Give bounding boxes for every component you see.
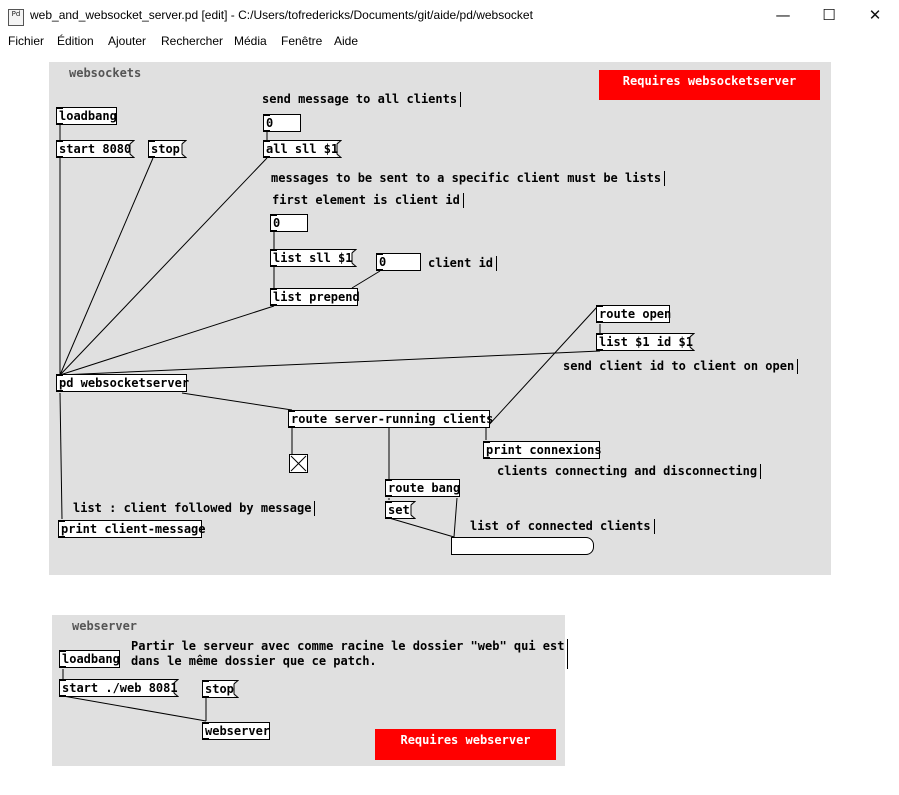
comment-client-id[interactable]: client id <box>428 256 498 271</box>
server-running-toggle[interactable] <box>289 454 308 473</box>
webserver-stop-message[interactable]: stop <box>202 680 239 698</box>
set-message[interactable]: set <box>385 501 416 519</box>
menu-edit[interactable]: Édition <box>57 34 94 48</box>
set-label: set <box>388 503 410 517</box>
send-all-value: 0 <box>266 116 274 130</box>
comment-webserver-root[interactable]: Partir le serveur avec comme racine le d… <box>131 639 569 669</box>
requires-websocketserver-badge: Requires websocketserver <box>599 70 820 100</box>
print-client-message-object[interactable]: print client-message <box>58 520 206 538</box>
cord-routebang-list <box>453 497 458 538</box>
title-bar[interactable]: Pd web_and_websocket_server.pd [edit] - … <box>0 0 899 32</box>
toggle-x-icon <box>290 455 307 472</box>
cord-ws-start-webserver <box>62 695 207 722</box>
menu-add[interactable]: Ajouter <box>108 34 147 48</box>
route-bang-object[interactable]: route bang <box>385 479 460 497</box>
list-id-message[interactable]: list $1 id $1 <box>596 333 695 351</box>
patch-cords <box>59 125 601 722</box>
message-flag-icon <box>233 680 239 698</box>
patch-canvas[interactable]: websockets Requires websocketserver webs… <box>0 52 899 795</box>
list-sll-label: list sll $1 <box>273 251 353 265</box>
start-8080-message[interactable]: start 8080 <box>56 140 135 158</box>
cord-server-route <box>181 392 293 411</box>
cord-prepend-server <box>59 305 275 376</box>
cord-server-print <box>59 392 63 520</box>
cord-route-routeopen <box>485 306 598 429</box>
close-button[interactable]: ✕ <box>868 6 882 24</box>
start-web-label: start ./web 8081 <box>62 681 178 695</box>
menu-find[interactable]: Rechercher <box>161 34 224 48</box>
menu-bar: Fichier Édition Ajouter Rechercher Média… <box>0 32 899 52</box>
window-title: web_and_websocket_server.pd [edit] - C:/… <box>30 8 533 22</box>
menu-media[interactable]: Média <box>234 34 267 48</box>
all-sll-message[interactable]: all sll $1 <box>263 140 342 158</box>
comment-specific-client-2[interactable]: first element is client id <box>272 193 464 208</box>
route-server-running-object[interactable]: route server-running clients <box>288 410 493 428</box>
maximize-button[interactable]: ☐ <box>822 6 836 24</box>
message-flag-icon <box>129 140 135 158</box>
webserver-label: webserver <box>72 619 138 633</box>
list-sll-message[interactable]: list sll $1 <box>270 249 357 267</box>
comment-send-id-on-open[interactable]: send client id to client on open <box>563 359 799 374</box>
pd-app-icon: Pd <box>8 9 24 26</box>
message-flag-icon <box>173 679 179 697</box>
cord-listid-server <box>59 350 601 376</box>
all-sll-label: all sll $1 <box>266 142 339 156</box>
menu-file[interactable]: Fichier <box>8 34 45 48</box>
message-flag-icon <box>689 333 695 351</box>
specific-number-box[interactable]: 0 <box>270 214 308 232</box>
loadbang-object[interactable]: loadbang <box>56 107 117 125</box>
client-id-number-box[interactable]: 0 <box>376 253 421 271</box>
webserver-loadbang-object[interactable]: loadbang <box>59 650 120 668</box>
comment-list-client-message[interactable]: list : client followed by message <box>73 501 316 516</box>
stop-message[interactable]: stop <box>148 140 187 158</box>
list-id-label: list $1 id $1 <box>599 335 693 349</box>
connected-clients-list-box[interactable] <box>451 537 594 555</box>
menu-window[interactable]: Fenêtre <box>281 34 323 48</box>
print-connexions-object[interactable]: print connexions <box>483 441 602 459</box>
comment-send-all[interactable]: send message to all clients <box>262 92 462 107</box>
stop-label: stop <box>151 142 180 156</box>
message-flag-icon <box>336 140 342 158</box>
requires-webserver-badge: Requires webserver <box>375 729 556 760</box>
menu-help[interactable]: Aide <box>334 34 359 48</box>
specific-value: 0 <box>273 216 281 230</box>
websockets-label: websockets <box>69 66 142 80</box>
message-flag-icon <box>351 249 357 267</box>
comment-list-connected[interactable]: list of connected clients <box>470 519 655 534</box>
pd-websocketserver-object[interactable]: pd websocketserver <box>56 374 189 392</box>
comment-specific-client-1[interactable]: messages to be sent to a specific client… <box>271 171 666 186</box>
webserver-object[interactable]: webserver <box>202 722 270 740</box>
start-web-8081-message[interactable]: start ./web 8081 <box>59 679 179 697</box>
client-id-value: 0 <box>379 255 387 269</box>
start-8080-label: start 8080 <box>59 142 132 156</box>
cord-stop-server <box>59 157 154 376</box>
minimize-button[interactable]: — <box>775 6 791 24</box>
route-open-object[interactable]: route open <box>596 305 671 323</box>
list-prepend-object[interactable]: list prepend <box>270 288 360 306</box>
webserver-stop-label: stop <box>205 682 234 696</box>
comment-clients-connecting[interactable]: clients connecting and disconnecting <box>497 464 762 479</box>
cord-allsll-server <box>59 157 268 376</box>
cord-clientid-prepend <box>351 270 381 289</box>
cord-set-list <box>388 517 455 538</box>
send-all-number-box[interactable]: 0 <box>263 114 301 132</box>
message-flag-icon <box>181 140 187 158</box>
message-flag-icon <box>410 501 416 519</box>
